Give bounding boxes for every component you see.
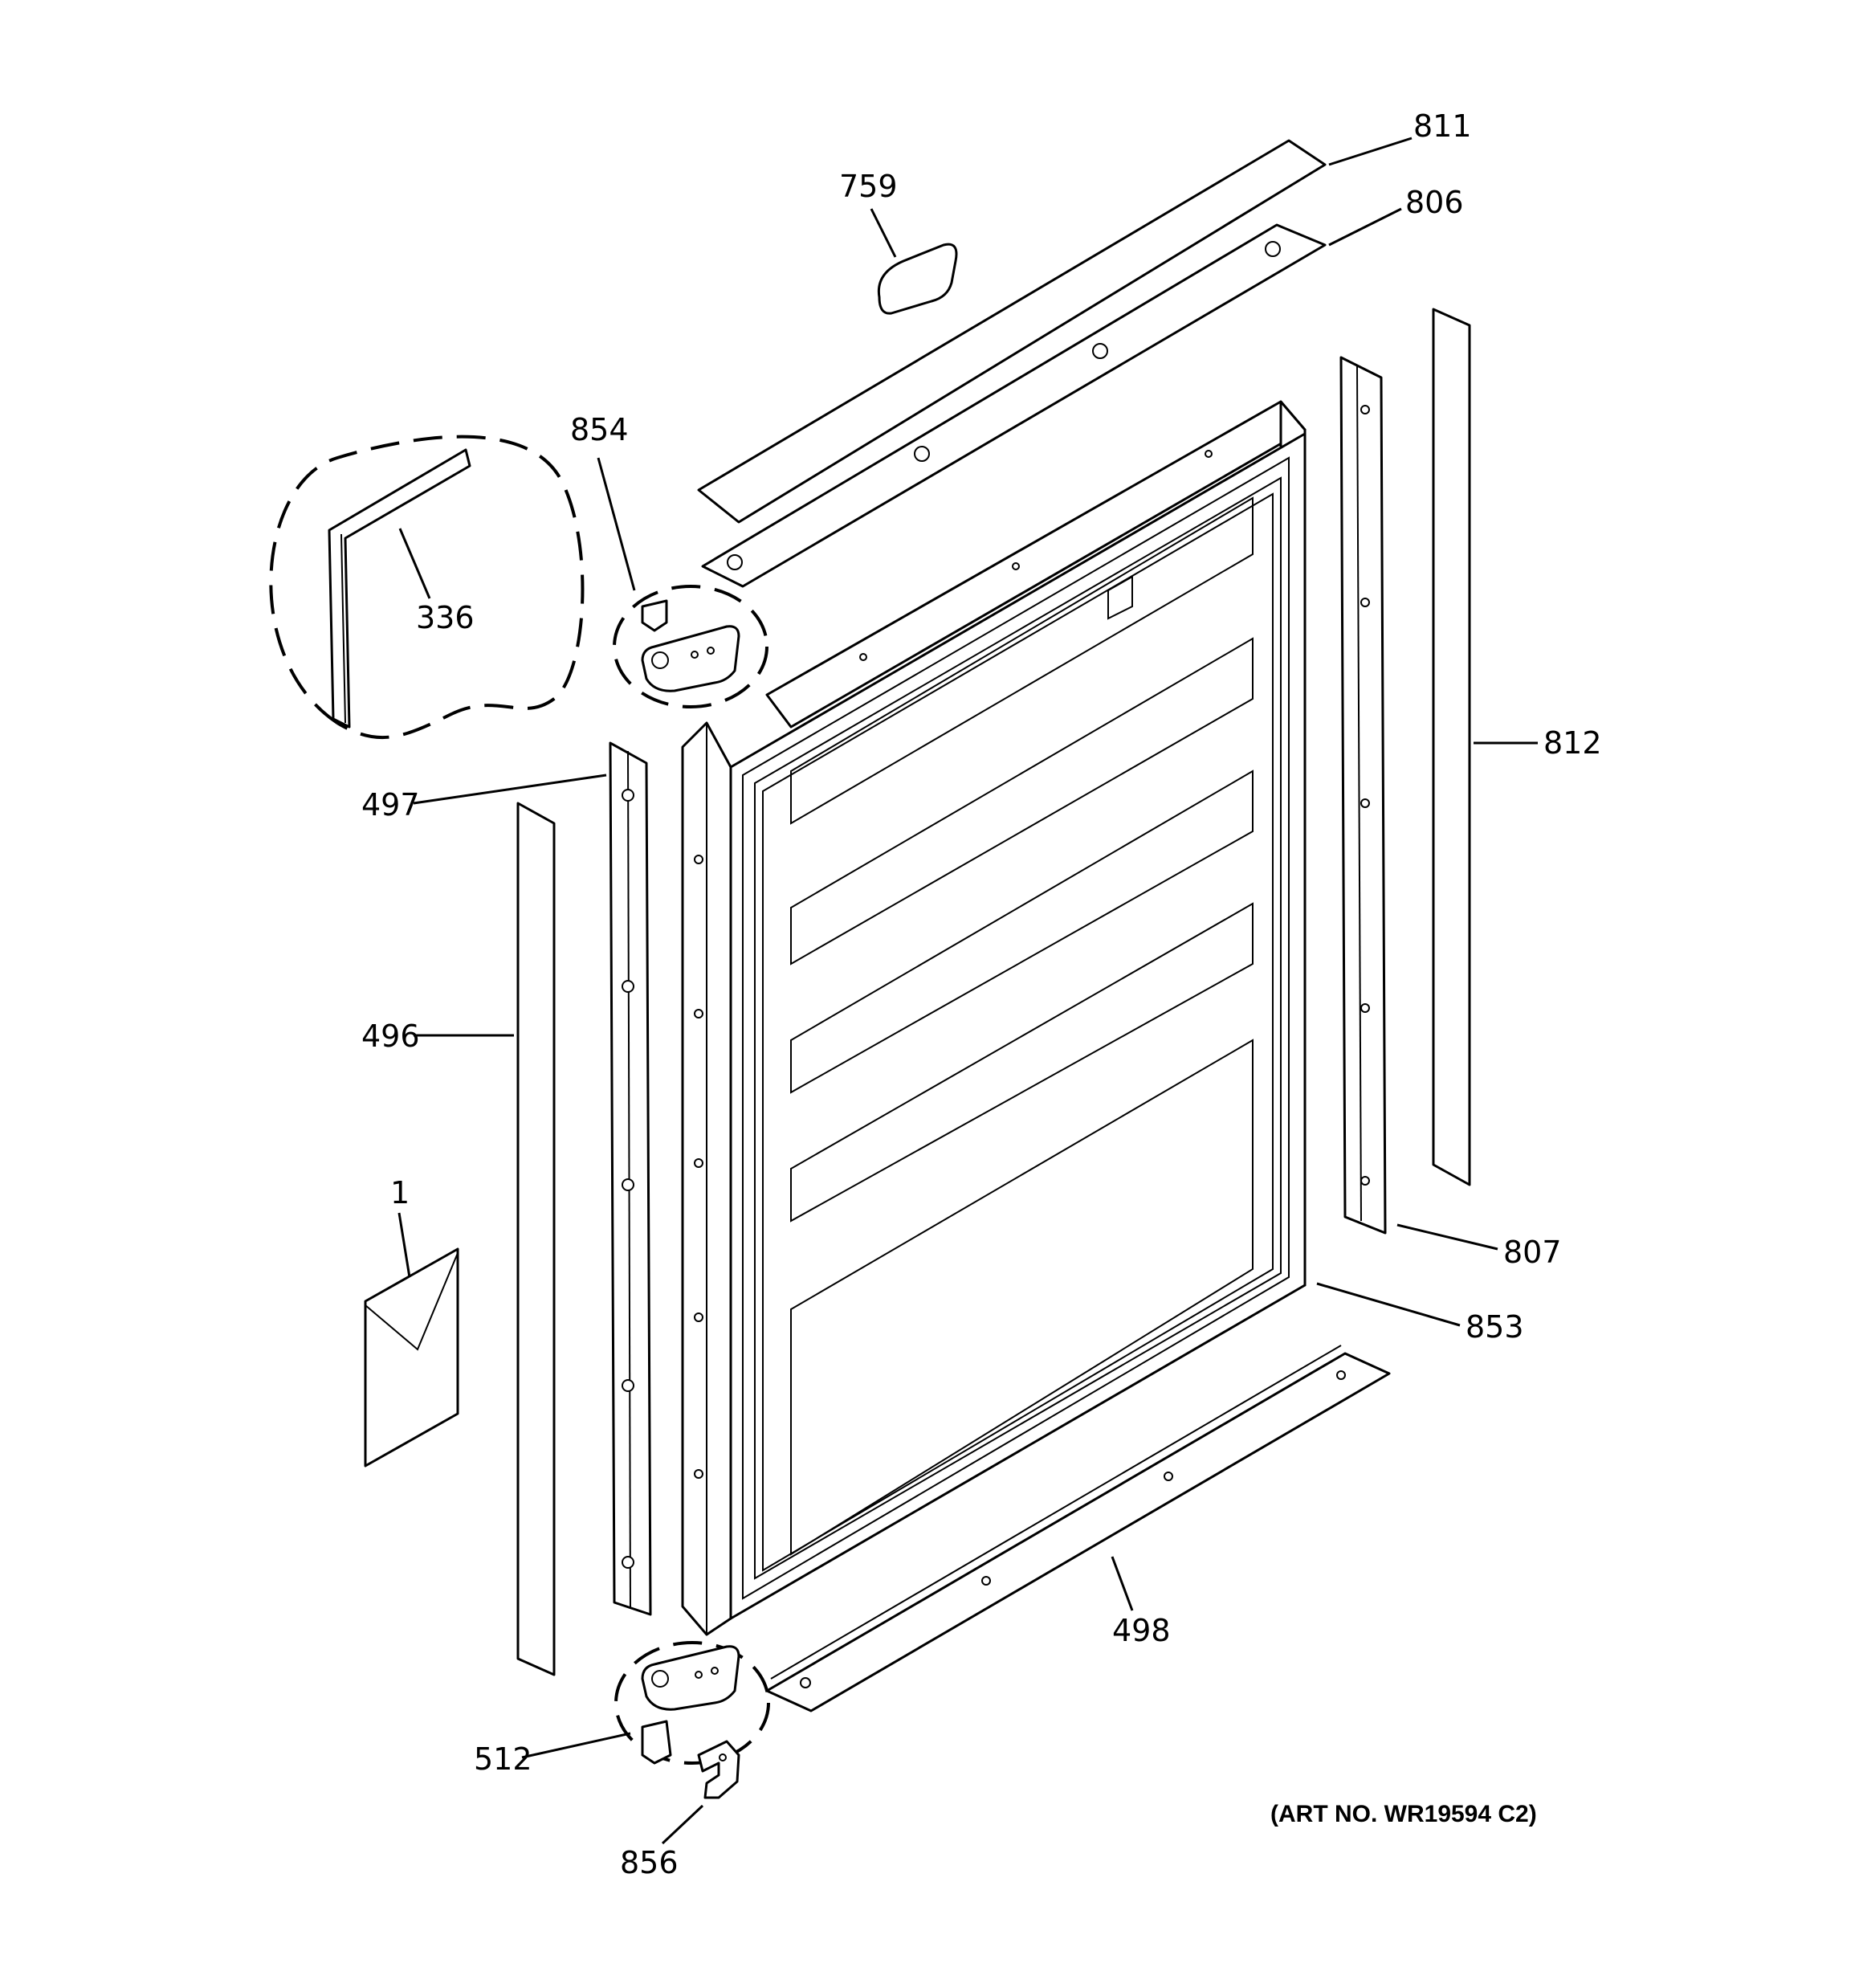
part-811-top-trim (697, 139, 1327, 524)
callout-496: 496 (361, 1018, 420, 1054)
part-1-manual (364, 1247, 459, 1468)
part-497-left-bar (609, 741, 652, 1616)
part-812-right-trim (1432, 308, 1471, 1186)
callout-1: 1 (390, 1175, 410, 1210)
part-856-small-bracket (697, 1740, 740, 1799)
callout-806: 806 (1405, 185, 1464, 220)
part-498-bottom-strip (765, 1345, 1391, 1712)
detail-512-bottom-hinge (614, 1641, 770, 1765)
callout-811: 811 (1413, 108, 1472, 144)
callout-512: 512 (474, 1741, 532, 1777)
callout-497: 497 (361, 787, 420, 823)
detail-854-top-hinge (613, 585, 768, 708)
callout-853: 853 (1466, 1309, 1524, 1345)
part-807-right-bar (1339, 356, 1387, 1235)
callout-807: 807 (1503, 1235, 1562, 1270)
art-number: (ART NO. WR19594 C2) (1270, 1801, 1537, 1827)
callout-759: 759 (839, 169, 898, 204)
callout-498: 498 (1112, 1613, 1171, 1648)
part-496-left-trim (516, 802, 556, 1676)
callout-336: 336 (416, 600, 475, 635)
part-759-badge (877, 243, 958, 315)
part-806-top-bracket (701, 223, 1327, 588)
leader-lines (397, 137, 1538, 1845)
part-853-door-frame (681, 400, 1307, 1636)
callout-856: 856 (620, 1845, 679, 1880)
callout-812: 812 (1543, 725, 1602, 761)
callout-854: 854 (570, 412, 629, 447)
detail-336-gasket-corner (269, 435, 585, 740)
